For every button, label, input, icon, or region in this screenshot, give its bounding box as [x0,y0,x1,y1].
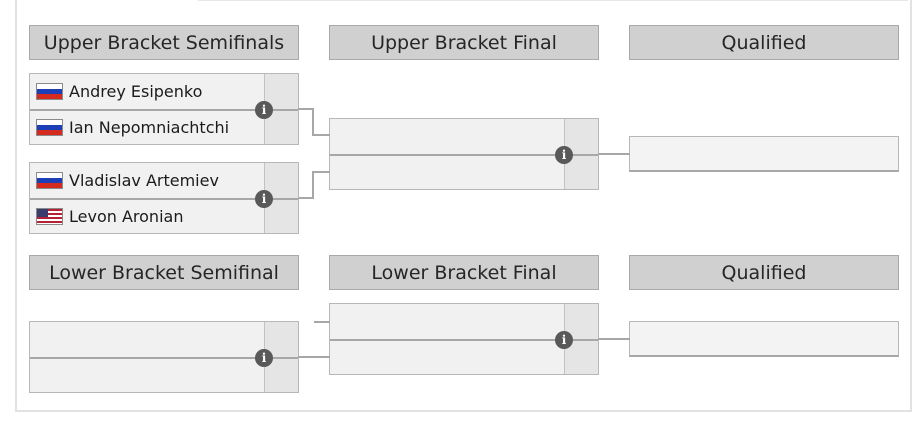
match-divider [30,198,298,200]
player-slot[interactable]: Andrey Esipenko [30,74,266,109]
player-slot-empty[interactable] [330,119,566,154]
connector-line [598,338,630,340]
connector-line [298,356,330,358]
connector-line [298,197,314,199]
info-icon[interactable]: i [555,331,573,349]
top-divider [198,0,908,1]
upper-qualified-slot[interactable] [629,136,899,172]
player-slot[interactable]: Vladislav Artemiev [30,163,266,198]
player-name: Levon Aronian [69,207,184,226]
player-slot-empty[interactable] [30,322,266,357]
connector-line [312,171,314,199]
player-name: Ian Nepomniachtchi [69,118,230,137]
connector-line [598,153,630,155]
player-slot-empty[interactable] [330,340,566,375]
match-divider [30,109,298,111]
connector-line [312,108,314,136]
header-upper-final: Upper Bracket Final [329,25,599,60]
connector-line [312,134,330,136]
upper-final-match: i [329,118,599,190]
player-slot-empty[interactable] [330,304,566,339]
usa-flag-icon [36,208,63,225]
header-lower-semifinal: Lower Bracket Semifinal [29,255,299,290]
player-slot[interactable]: Levon Aronian [30,199,266,234]
header-lower-qualified: Qualified [629,255,899,290]
russia-flag-icon [36,172,63,189]
match-divider [330,339,598,341]
header-upper-qualified: Qualified [629,25,899,60]
match-divider [330,154,598,156]
russia-flag-icon [36,119,63,136]
connector-line [298,108,314,110]
connector-line [314,321,330,323]
player-name: Vladislav Artemiev [69,171,219,190]
russia-flag-icon [36,83,63,100]
info-icon[interactable]: i [255,101,273,119]
lower-semifinal-match: i [29,321,299,393]
header-upper-semifinals: Upper Bracket Semifinals [29,25,299,60]
match-divider [30,357,298,359]
connector-line [312,171,330,173]
info-icon[interactable]: i [555,146,573,164]
lower-final-match: i [329,303,599,375]
header-lower-final: Lower Bracket Final [329,255,599,290]
upper-semifinal-2-match: Vladislav Artemiev Levon Aronian i [29,162,299,234]
player-slot-empty[interactable] [330,155,566,190]
lower-qualified-slot[interactable] [629,321,899,357]
info-icon[interactable]: i [255,349,273,367]
player-slot-empty[interactable] [30,358,266,393]
info-icon[interactable]: i [255,190,273,208]
upper-semifinal-1-match: Andrey Esipenko Ian Nepomniachtchi i [29,73,299,145]
player-slot[interactable]: Ian Nepomniachtchi [30,110,266,145]
player-name: Andrey Esipenko [69,82,203,101]
